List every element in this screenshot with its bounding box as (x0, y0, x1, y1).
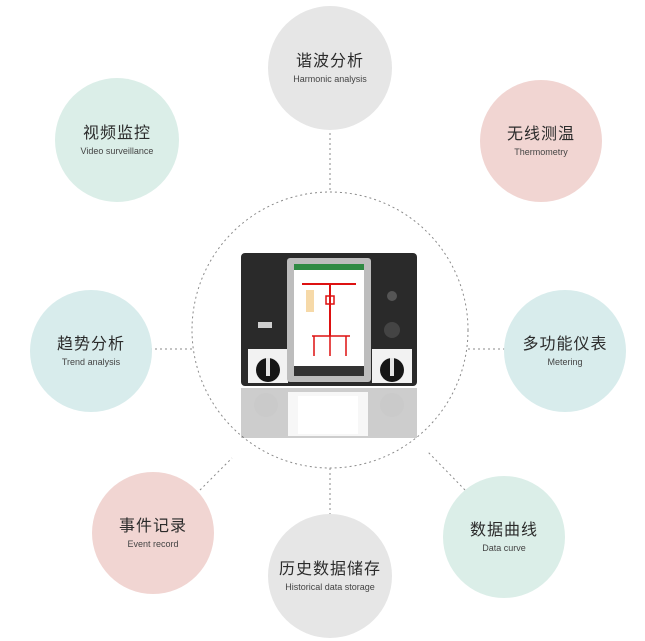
harmonic-subtitle: Harmonic analysis (293, 73, 367, 84)
metering-subtitle: Metering (547, 356, 583, 367)
line-datacurve (427, 451, 466, 491)
bubble-video: 视频监控 Video surveillance (55, 78, 179, 202)
bubble-metering: 多功能仪表 Metering (504, 290, 626, 412)
bubble-thermo: 无线测温 Thermometry (480, 80, 602, 202)
harmonic-title: 谐波分析 (295, 50, 364, 70)
thermo-subtitle: Thermometry (514, 146, 568, 157)
trend-title: 趋势分析 (56, 333, 125, 353)
bubble-event: 事件记录 Event record (92, 472, 214, 594)
thermo-title: 无线测温 (506, 123, 575, 143)
video-title: 视频监控 (82, 122, 151, 142)
bubble-datacurve: 数据曲线 Data curve (443, 476, 565, 598)
event-subtitle: Event record (127, 538, 179, 549)
datacurve-title: 数据曲线 (469, 519, 538, 539)
trend-subtitle: Trend analysis (61, 356, 121, 367)
history-subtitle: Historical data storage (285, 581, 375, 592)
datacurve-subtitle: Data curve (482, 542, 526, 553)
bubble-history: 历史数据储存 Historical data storage (268, 514, 392, 638)
video-subtitle: Video surveillance (80, 145, 154, 156)
metering-title: 多功能仪表 (522, 333, 608, 353)
bubble-harmonic: 谐波分析 Harmonic analysis (268, 6, 392, 130)
event-title: 事件记录 (118, 515, 187, 535)
bubble-trend: 趋势分析 Trend analysis (30, 290, 152, 412)
history-title: 历史数据储存 (278, 558, 381, 578)
